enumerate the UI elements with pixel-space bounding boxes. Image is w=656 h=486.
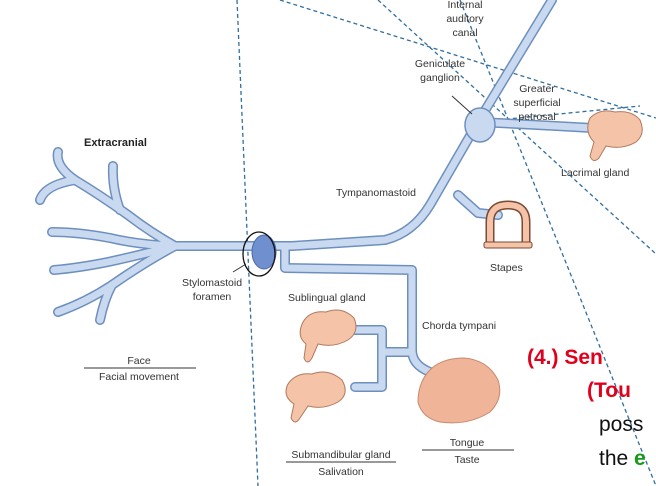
label-internal-auditory-2: auditory <box>446 13 484 25</box>
label-lacrimal-gland: Lacrimal gland <box>561 167 629 179</box>
label-submandibular-gland: Submandibular gland <box>291 449 390 461</box>
label-tympanomastoid: Tympanomastoid <box>336 187 416 199</box>
geniculate-leader <box>451 95 473 115</box>
divider-right-3 <box>459 0 656 486</box>
overlay-line-4: the e <box>599 447 646 471</box>
overlay-line-4-green: e <box>634 447 646 470</box>
label-petrosal-1: Greater <box>519 83 555 95</box>
label-taste: Taste <box>454 454 479 466</box>
divider-right-1 <box>279 0 656 119</box>
overlay-line-1: (4.) Sen <box>527 346 603 369</box>
tongue-shape <box>417 357 501 424</box>
label-facial-movement: Facial movement <box>99 371 179 383</box>
label-face: Face <box>127 355 151 367</box>
label-chorda-tympani: Chorda tympani <box>422 320 496 332</box>
divider-petrosal <box>477 105 641 123</box>
stapes-shape <box>483 200 533 249</box>
label-sublingual-gland: Sublingual gland <box>288 292 366 304</box>
overlay-line-2: (Tou <box>587 379 631 402</box>
foramen-leader <box>232 263 247 273</box>
geniculate-ganglion-node <box>464 107 496 143</box>
submandibular-gland-shape <box>285 371 346 423</box>
label-petrosal-2: superficial <box>513 97 560 109</box>
lacrimal-gland-shape <box>587 110 643 162</box>
label-stapes: Stapes <box>490 262 523 274</box>
label-petrosal-3: petrosal <box>518 111 555 123</box>
sublingual-gland-shape <box>299 309 357 363</box>
label-extracranial: Extracranial <box>84 137 147 149</box>
label-internal-auditory-1: Internal <box>447 0 482 11</box>
label-tongue: Tongue <box>450 437 485 449</box>
nerve-tree <box>35 0 597 392</box>
label-geniculate-1: Geniculate <box>415 58 465 70</box>
label-internal-auditory-3: canal <box>452 27 477 39</box>
label-salivation: Salivation <box>318 466 364 478</box>
dashed-dividers <box>236 0 656 486</box>
stylomastoid-foramen-node <box>251 234 277 270</box>
label-geniculate-2: ganglion <box>420 72 460 84</box>
overlay-line-3: poss <box>599 413 644 436</box>
label-stylomastoid-2: foramen <box>193 291 232 303</box>
overlay-line-4-prefix: the <box>599 447 635 470</box>
stylomastoid-foramen-ring <box>242 231 276 277</box>
label-stylomastoid-1: Stylomastoid <box>182 277 242 289</box>
